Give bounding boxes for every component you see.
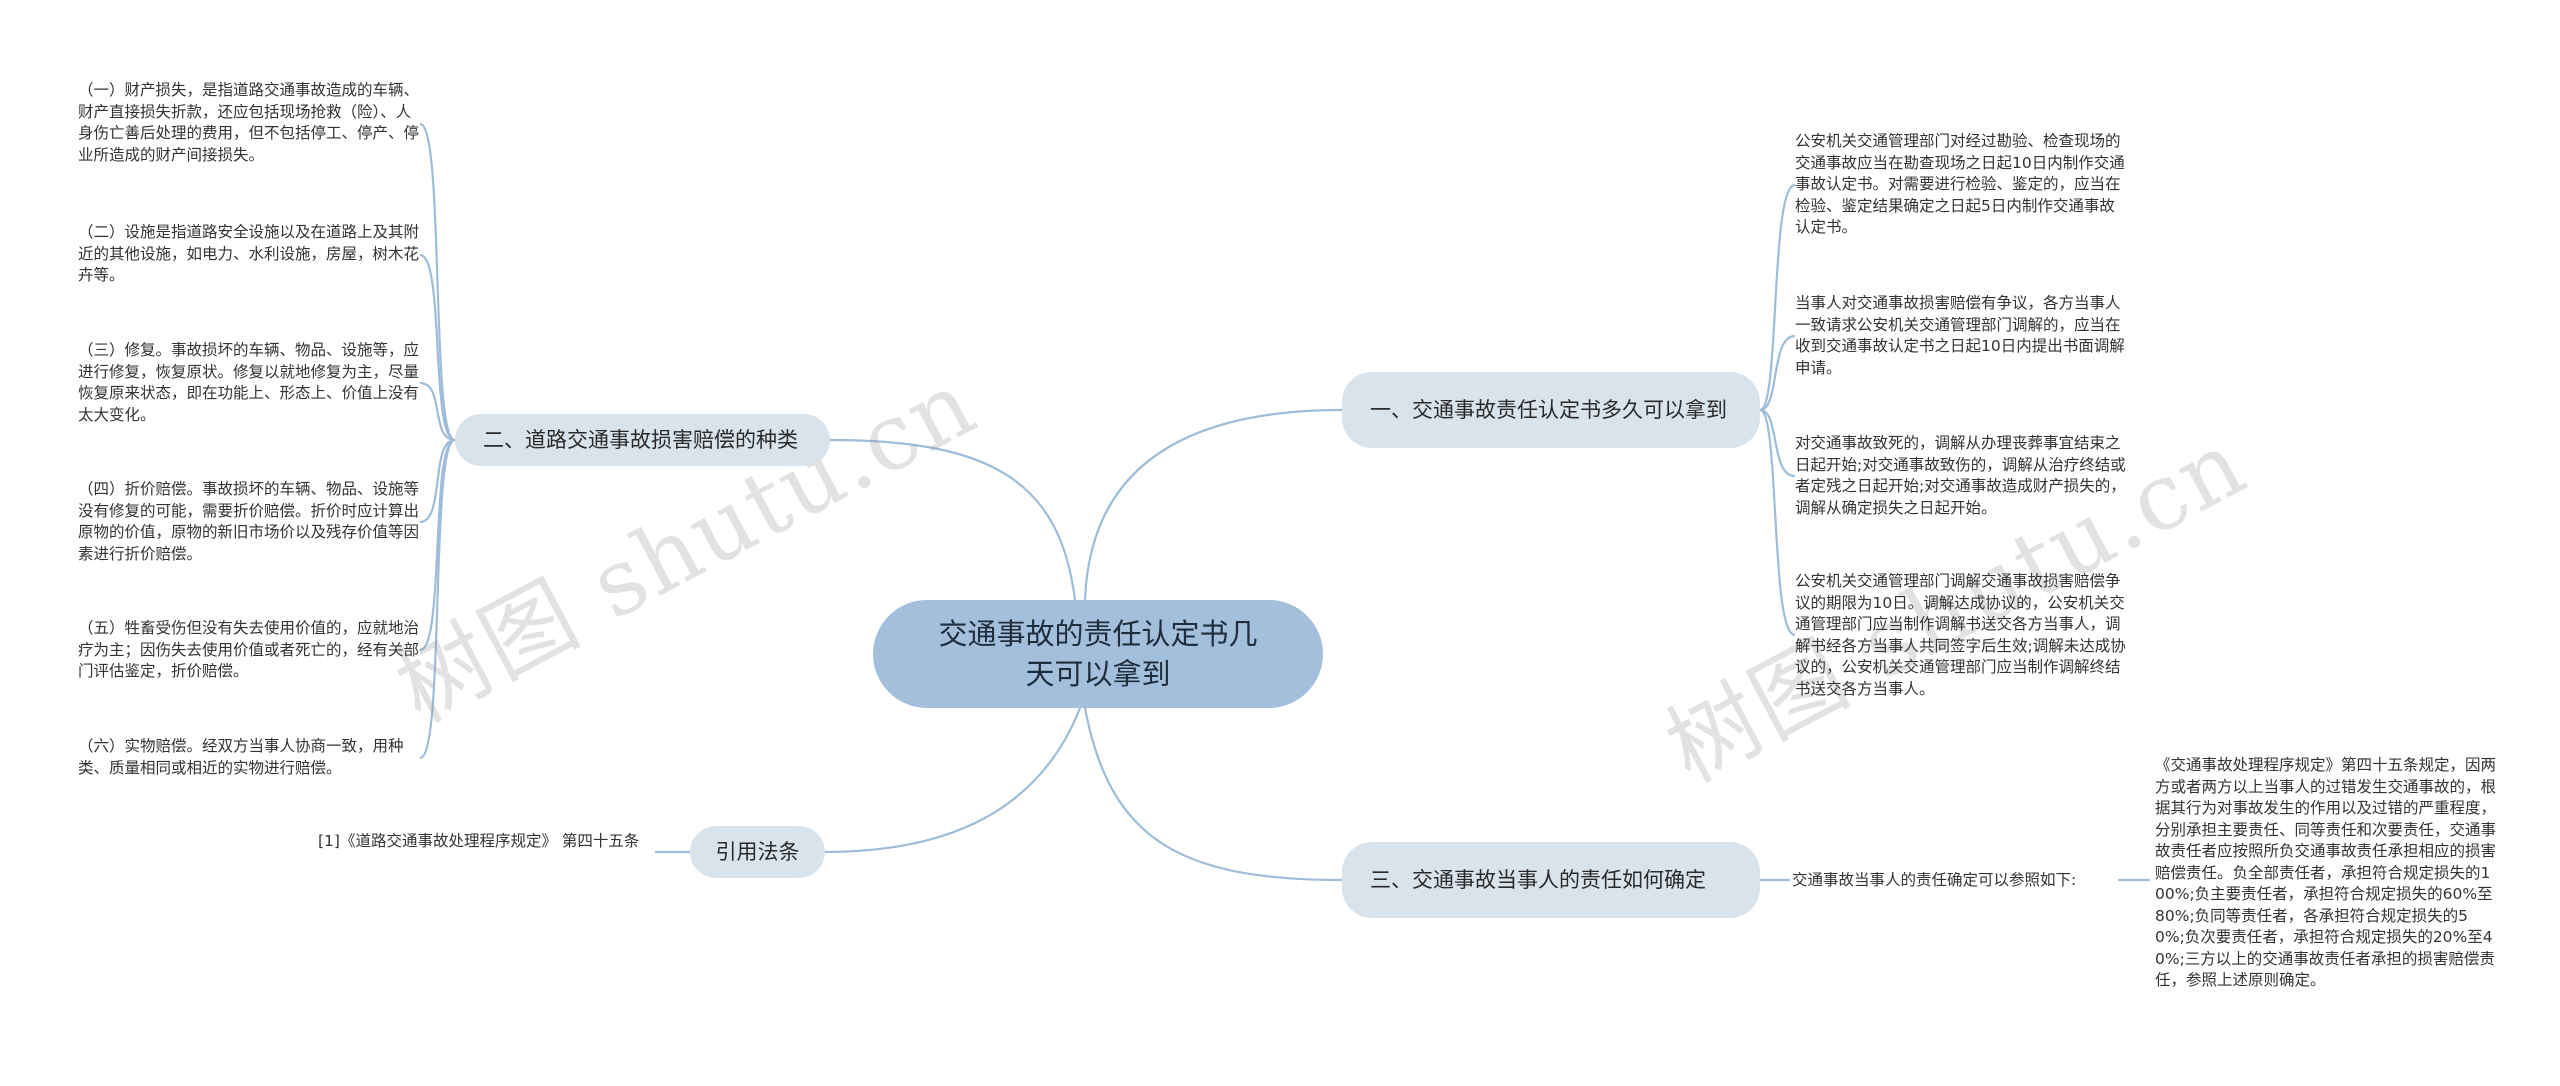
b3-mid-node: 交通事故当事人的责任确定可以参照如下: [1792,871,2077,889]
b1-leaf-1: 公安机关交通管理部门对经过勘验、检查现场的交通事故应当在勘查现场之日起10日内制… [1795,132,2125,236]
link-b1-leaf4 [1759,408,1796,637]
branch-topic-1[interactable]: 一、交通事故责任认定书多久可以拿到 [1342,372,1760,448]
b2-leaf-2: （二）设施是指道路安全设施以及在道路上及其附近的其他设施，如电力、水利设施，房屋… [78,223,420,284]
b4-leaf: [1]《道路交通事故处理程序规定》 第四十五条 [318,832,640,850]
branch-topic-2[interactable]: 二、道路交通事故损害赔偿的种类 [455,414,830,466]
link-b2-leaf5 [419,438,456,652]
link-root-b1 [1083,408,1343,601]
link-root-b2 [829,438,1077,601]
branch-topic-4[interactable]: 引用法条 [690,826,825,878]
root-topic[interactable]: 交通事故的责任认定书几天可以拿到 [873,600,1323,708]
link-root-b4 [824,707,1082,854]
branch-topic-1-label: 一、交通事故责任认定书多久可以拿到 [1370,397,1727,422]
b3-leaf: 《交通事故处理程序规定》第四十五条规定，因两方或者两方以上当事人的过错发生交通事… [2155,756,2497,989]
b1-leaf-3: 对交通事故致死的，调解从办理丧葬事宜结束之日起开始;对交通事故致伤的，调解从治疗… [1795,434,2126,517]
link-b2-leaf3 [419,381,456,442]
b2-leaf-3: （三）修复。事故损坏的车辆、物品、设施等，应进行修复，恢复原状。修复以就地修复为… [78,341,420,424]
branch-topic-4-label: 引用法条 [715,839,800,864]
link-b1-leaf2 [1759,334,1796,412]
b2-leaf-5: （五）牲畜受伤但没有失去使用价值的，应就地治疗为主；因伤失去使用价值或者死亡的，… [78,619,420,680]
b2-leaf-1: （一）财产损失，是指道路交通事故造成的车辆、财产直接损失折款，还应包括现场抢救（… [78,81,420,164]
b1-leaf-2: 当事人对交通事故损害赔偿有争议，各方当事人一致请求公安机关交通管理部门调解的，应… [1795,294,2125,377]
link-b2-leaf2 [419,253,456,442]
link-b2-leaf1 [419,122,456,442]
link-root-b3 [1083,707,1343,882]
link-b2-leaf4 [419,438,456,524]
link-b2-leaf6 [419,438,456,760]
b2-leaf-6: （六）实物赔偿。经双方当事人协商一致，用种类、质量相同或相近的实物进行赔偿。 [78,737,404,777]
branch-topic-2-label: 二、道路交通事故损害赔偿的种类 [483,427,798,452]
branch-topic-3[interactable]: 三、交通事故当事人的责任如何确定 [1342,842,1760,918]
b1-leaf-4: 公安机关交通管理部门调解交通事故损害赔偿争议的期限为10日。调解达成协议的，公安… [1795,572,2126,698]
branch-topic-3-label: 三、交通事故当事人的责任如何确定 [1370,867,1706,892]
b2-leaf-4: （四）折价赔偿。事故损坏的车辆、物品、设施等没有修复的可能，需要折价赔偿。折价时… [78,480,420,563]
link-b1-leaf1 [1759,183,1796,412]
link-b1-leaf3 [1759,408,1796,478]
